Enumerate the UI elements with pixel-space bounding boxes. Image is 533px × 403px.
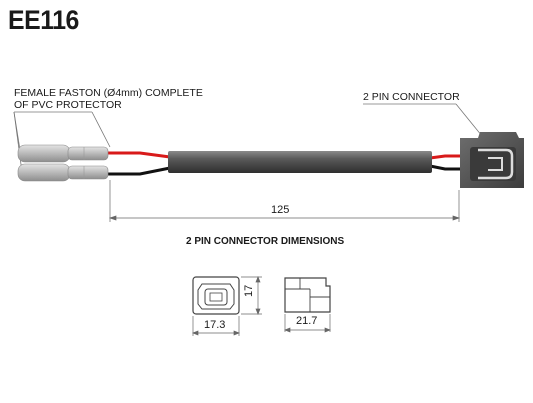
- connector-label: 2 PIN CONNECTOR: [363, 91, 460, 103]
- dimensions-title: 2 PIN CONNECTOR DIMENSIONS: [186, 236, 345, 247]
- side-width-value: 21.7: [296, 315, 318, 327]
- height-dimension: [241, 276, 262, 315]
- faston-label-line2: OF PVC PROTECTOR: [14, 99, 122, 111]
- connector-front-view: [192, 276, 240, 315]
- product-code: EE116: [8, 5, 79, 35]
- connector-leader-line: [363, 103, 483, 137]
- length-dimension: [108, 180, 461, 222]
- two-pin-connector: [460, 132, 524, 188]
- faston-terminal-bottom: [17, 163, 109, 182]
- width-dimension-side: [284, 314, 331, 333]
- faston-leader-lines: [13, 111, 111, 173]
- width-dimension-front: [192, 316, 240, 336]
- front-width-value: 17.3: [204, 319, 226, 331]
- black-wire: [108, 164, 460, 176]
- faston-label-line1: FEMALE FASTON (Ø4mm) COMPLETE: [14, 87, 203, 99]
- connector-side-view: [284, 277, 331, 313]
- faston-terminal-top: [17, 144, 109, 163]
- cable-sheath: [168, 151, 432, 173]
- length-value: 125: [271, 204, 290, 216]
- height-value: 17: [243, 284, 255, 297]
- red-wire: [108, 151, 460, 160]
